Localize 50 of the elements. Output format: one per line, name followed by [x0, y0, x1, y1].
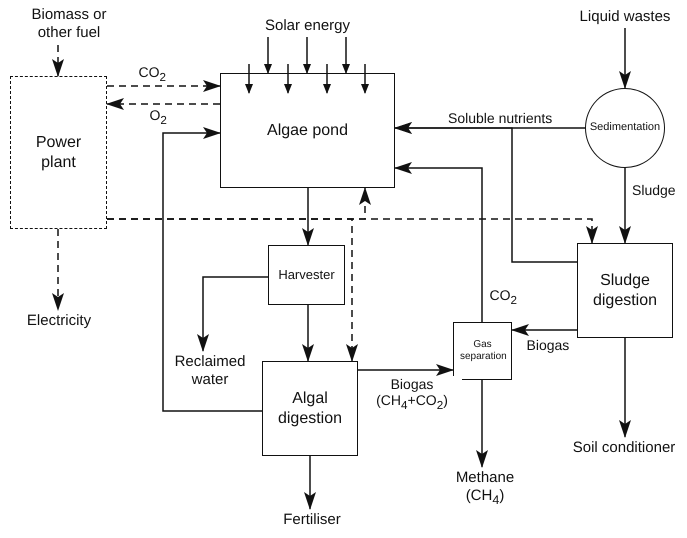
arrow	[302, 305, 314, 362]
arrow	[476, 380, 488, 468]
arrow	[394, 162, 483, 322]
arrow	[197, 276, 268, 352]
process-box	[220, 73, 395, 188]
process-box	[262, 361, 358, 456]
arrow	[52, 45, 64, 77]
power-plant-box	[10, 76, 107, 229]
node-label: Sedimentation	[590, 121, 660, 135]
process-box	[268, 245, 345, 305]
node-text: Biomass or other fuel	[14, 3, 124, 45]
arrow	[245, 64, 253, 94]
arrow	[361, 64, 369, 94]
arrow	[323, 64, 331, 94]
arrow	[358, 364, 454, 376]
arrow	[107, 218, 598, 244]
arrow	[342, 37, 350, 74]
process-box	[453, 322, 512, 380]
node-label: Power plant	[34, 133, 82, 172]
node-label: Sludge digestion	[592, 271, 658, 310]
process-circle	[585, 88, 665, 168]
arrow	[511, 324, 577, 336]
arrow	[284, 64, 292, 94]
edge-label: Biogas	[524, 337, 572, 354]
arrow	[107, 80, 221, 92]
arrow	[303, 37, 311, 74]
arrow	[302, 188, 314, 246]
arrow	[619, 338, 631, 438]
process-box	[577, 243, 673, 338]
node-text: Solar energy	[250, 15, 365, 37]
arrow	[162, 127, 262, 412]
arrow	[106, 98, 220, 110]
node-label: Gas separation	[460, 339, 505, 363]
node-text: Liquid wastes	[565, 6, 685, 28]
arrow	[264, 37, 272, 74]
edge-label: Sludge	[630, 182, 678, 198]
node-label: Algae pond	[267, 120, 348, 140]
node-text: Fertiliser	[272, 509, 352, 531]
arrow	[619, 28, 631, 89]
arrow	[304, 456, 316, 510]
arrow	[619, 168, 631, 244]
arrow	[52, 229, 64, 311]
node-label: Algal digestion	[276, 389, 344, 428]
node-text: Methane (CH$_{4}$)	[440, 467, 530, 509]
edge-label: Soluble nutrients	[446, 110, 554, 126]
arrow	[394, 122, 577, 263]
node-text: Soil conditioner	[562, 437, 686, 459]
node-text: Electricity	[14, 310, 104, 332]
node-label: Harvester	[278, 267, 335, 283]
node-text: Reclaimed water	[160, 351, 260, 391]
